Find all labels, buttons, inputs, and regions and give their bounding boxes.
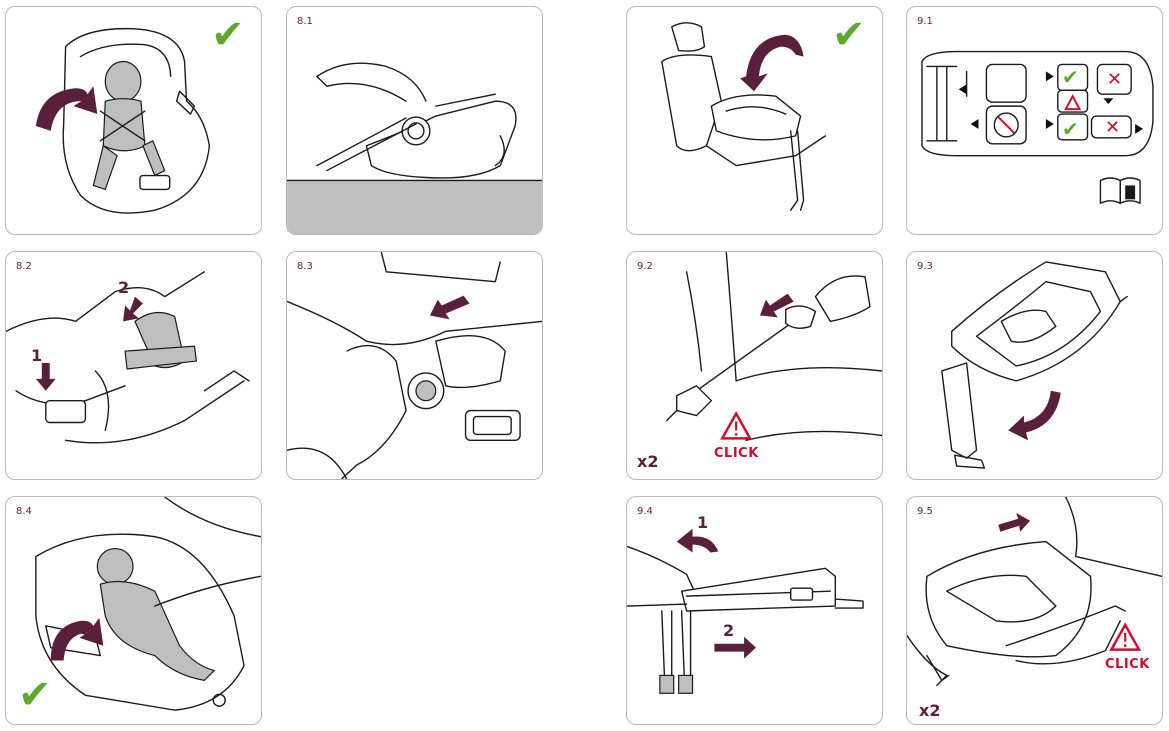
floor — [287, 180, 542, 234]
click-label: CLICK — [1105, 657, 1150, 672]
warning-triangle-icon — [1064, 94, 1082, 111]
rotate-arrow-icon — [35, 86, 98, 131]
step-number: 8.4 — [16, 506, 32, 517]
cross-icon: ✕ — [1107, 69, 1123, 90]
illustration-adjust-button — [287, 252, 542, 479]
step-number: 8.1 — [297, 16, 313, 27]
illustration-base-in-car-seat — [661, 22, 827, 211]
step-number: 9.2 — [637, 261, 653, 272]
illustration-car-topview — [921, 50, 1154, 157]
illustration-seat-rotate — [62, 27, 211, 214]
step-number: 9.4 — [637, 506, 653, 517]
rotate-arrow-icon — [740, 34, 804, 92]
panel-8-3: 8.3 — [286, 251, 543, 480]
label-step-2: 2 — [118, 278, 130, 297]
check-icon: ✔ — [211, 12, 245, 58]
times-two-label: x2 — [637, 452, 659, 471]
illustration-base-slide-in — [907, 497, 1162, 687]
label-step-1: 1 — [697, 513, 709, 532]
panel-8-4: 8.4 ✔ — [5, 496, 262, 725]
illustration-base-extend — [627, 545, 864, 694]
illustration-isofix-connect — [666, 252, 882, 442]
step-number: 8.3 — [297, 261, 313, 272]
arrow-icon — [35, 296, 143, 391]
rotate-arrow-icon — [1008, 390, 1061, 441]
panel-9-2: 9.2 CLICK x2 — [626, 251, 883, 480]
panel-seat-rotate: ✔ — [5, 6, 262, 235]
warning-triangle-icon — [720, 411, 753, 440]
click-label: CLICK — [714, 446, 759, 461]
panel-9-1: 9.1 ✔ ✔ ✕ ✕ — [906, 6, 1163, 235]
arrow-icon — [429, 295, 470, 320]
illustration-harness-buckle — [6, 271, 250, 444]
rotate-arrow-icon — [50, 617, 104, 661]
arrow-icon — [759, 293, 794, 318]
illustration-carrier-on-floor — [287, 62, 542, 234]
arrow-icon — [714, 636, 756, 659]
step-number: 9.3 — [917, 261, 933, 272]
warning-triangle-icon — [1109, 622, 1142, 651]
check-icon: ✔ — [18, 672, 52, 718]
label-step-1: 1 — [31, 346, 43, 365]
panel-base-in-car: ✔ — [626, 6, 883, 235]
times-two-label: x2 — [919, 701, 941, 720]
panel-9-3: 9.3 — [906, 251, 1163, 480]
manual-info-icon — [1099, 177, 1141, 204]
label-step-2: 2 — [723, 621, 735, 640]
arrow-icon — [998, 512, 1031, 532]
check-icon: ✔ — [832, 12, 866, 58]
panel-8-2: 8.2 1 2 — [5, 251, 262, 480]
check-icon: ✔ — [1062, 117, 1079, 141]
panel-8-1: 8.1 — [286, 6, 543, 235]
illustration-base-leg-fold — [941, 261, 1128, 469]
step-number: 8.2 — [16, 261, 32, 272]
panel-9-5: 9.5 CLICK x2 — [906, 496, 1163, 725]
cross-icon: ✕ — [1105, 117, 1121, 138]
no-airbag-icon — [993, 112, 1019, 138]
step-number: 9.1 — [917, 16, 933, 27]
step-number: 9.5 — [917, 506, 933, 517]
panel-9-4: 9.4 1 2 — [626, 496, 883, 725]
rotate-arrow-icon — [676, 528, 719, 553]
check-icon: ✔ — [1062, 65, 1079, 89]
